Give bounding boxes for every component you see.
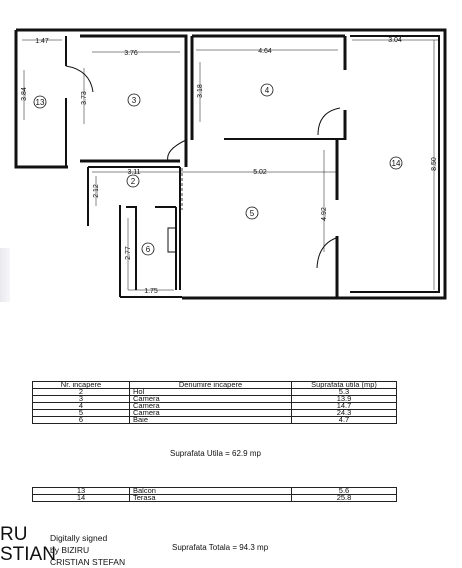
room-number: 4 [265, 86, 270, 95]
header-cell: Denumire incapere [129, 381, 292, 389]
signature-line: Digitally signed [50, 533, 108, 543]
room-number: 2 [131, 177, 136, 186]
outer-wall-left [14, 30, 68, 169]
room-marker [126, 174, 140, 188]
bath-fixture [167, 227, 177, 253]
digital-signature-text: Digitally signed by BIZIRU CRISTIAN STEF… [50, 532, 125, 568]
table-cell: Camera [129, 409, 292, 417]
dim-label: 2.12 [93, 184, 100, 198]
room-number: 3 [132, 96, 137, 105]
table-cell: 14 [32, 494, 130, 502]
table-cell: 4.7 [291, 416, 397, 424]
table-cell: Terasa [129, 494, 292, 502]
dim-label: 4.92 [321, 207, 328, 221]
room-number: 6 [146, 245, 151, 254]
dim-label: 3.73 [81, 91, 88, 105]
room-marker [245, 206, 259, 220]
dim-label: 3.18 [197, 84, 204, 98]
room3-wall [80, 34, 188, 167]
hall-wall [87, 166, 181, 290]
scan-edge-shadow [0, 248, 10, 302]
signature-line: by BIZIRU [50, 545, 90, 555]
outer-wall-bath [119, 205, 182, 298]
signature-line: CRISTIAN STEFAN [50, 557, 126, 567]
table-cell: 6 [32, 416, 130, 424]
floor-plan: 1.47 3.76 4.64 3.04 3.84 3.73 3.18 8.50 … [14, 28, 447, 300]
room-marker [389, 156, 403, 170]
dim-label: 8.50 [431, 157, 438, 171]
outer-wall [16, 28, 447, 300]
room-number: 14 [392, 159, 401, 168]
dim-label: 4.64 [258, 48, 272, 55]
dim-label: 3.76 [124, 50, 138, 57]
room-marker [141, 242, 155, 256]
signature-name-large: RU STIAN [0, 525, 56, 565]
total-area: Suprafata Totala = 94.3 mp [172, 543, 269, 552]
room3-door [167, 139, 187, 162]
room-marker [260, 83, 274, 97]
dim-label: 3.84 [21, 87, 28, 101]
table-row: 6 Baie 4.7 [32, 416, 397, 424]
room-marker [33, 95, 47, 109]
usable-area-total: Suprafata Utila = 62.9 mp [170, 449, 261, 458]
room5-door [316, 237, 337, 269]
dim-label: 3.04 [388, 37, 402, 44]
table-row: 14 Terasa 25.8 [32, 494, 397, 502]
balcony-door [65, 65, 94, 93]
rooms-table: Nr. incapere Denumire incapere Suprafata… [32, 381, 397, 424]
table-cell: 25.8 [291, 494, 397, 502]
room-number: 13 [36, 98, 45, 107]
signature-large-line: RU [0, 524, 28, 545]
dim-label: 5.02 [253, 169, 267, 176]
room4-door [317, 107, 341, 136]
dim-label: 1.75 [144, 288, 158, 295]
dim-label: 2.77 [125, 246, 132, 260]
terrace-wall [335, 36, 347, 298]
room4-wall [190, 34, 345, 140]
signature-large-line: STIAN [0, 544, 56, 565]
table-cell: Baie [129, 416, 292, 424]
room-marker [127, 93, 141, 107]
exterior-table: 13 Balcon 5.6 14 Terasa 25.8 [32, 487, 397, 502]
terrace-inner-wall [350, 35, 440, 293]
dim-label: 1.47 [35, 38, 49, 45]
dim-label: 3.11 [127, 169, 140, 176]
room-number: 5 [250, 209, 255, 218]
dimension-lines [22, 39, 438, 291]
